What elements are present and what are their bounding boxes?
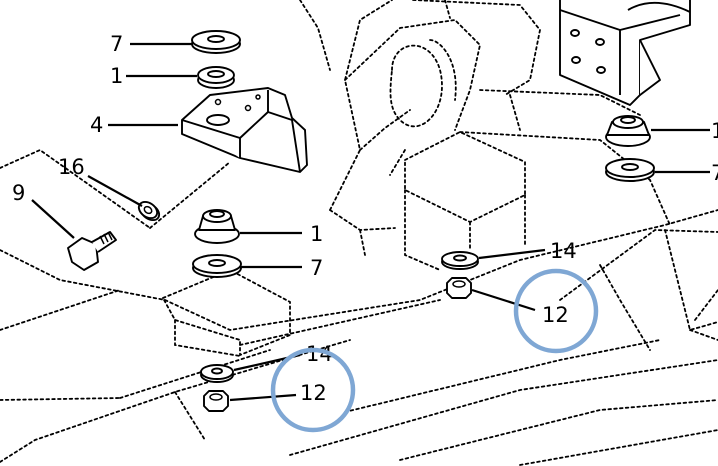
washer-7-top-left: [191, 30, 241, 54]
callout-12-right: 12: [542, 303, 569, 327]
washer-7-mid: [192, 254, 242, 278]
callout-1-top-right: 1: [711, 119, 718, 143]
frame-outline: [0, 148, 718, 466]
cushion-1-top-left: [197, 66, 235, 89]
washer-7-top-right: [605, 158, 655, 182]
leader-lines: [31, 42, 710, 402]
engine-housing: [299, 0, 641, 256]
callout-16: 16: [58, 155, 85, 179]
support-block-right: [404, 130, 671, 271]
cushion-1-mid: [194, 209, 240, 244]
highlight-circle-12-bottom: [270, 347, 356, 433]
cushion-1-top-right: [605, 115, 651, 147]
callout-9: 9: [12, 181, 25, 205]
nut-12-bottom: [203, 390, 229, 412]
callout-14-right: 14: [550, 239, 577, 263]
washer-14-right: [441, 251, 479, 270]
washer-14-bottom: [200, 364, 234, 383]
callout-12-bottom: 12: [300, 381, 327, 405]
support-block-left: [161, 269, 291, 357]
bolt-9: [67, 231, 117, 271]
callout-7-mid: 7: [310, 256, 323, 280]
callout-7-top-right: 7: [711, 161, 718, 185]
callout-1-top-left: 1: [110, 64, 123, 88]
bracket-4: [181, 87, 308, 173]
lock-washer-16: [137, 200, 161, 222]
callout-7-top-left: 7: [110, 32, 123, 56]
nut-12-right: [446, 277, 472, 299]
bracket-top-right: [559, 0, 691, 106]
callout-4: 4: [90, 113, 103, 137]
highlight-circle-12-right: [513, 268, 599, 354]
callout-1-mid: 1: [310, 222, 323, 246]
